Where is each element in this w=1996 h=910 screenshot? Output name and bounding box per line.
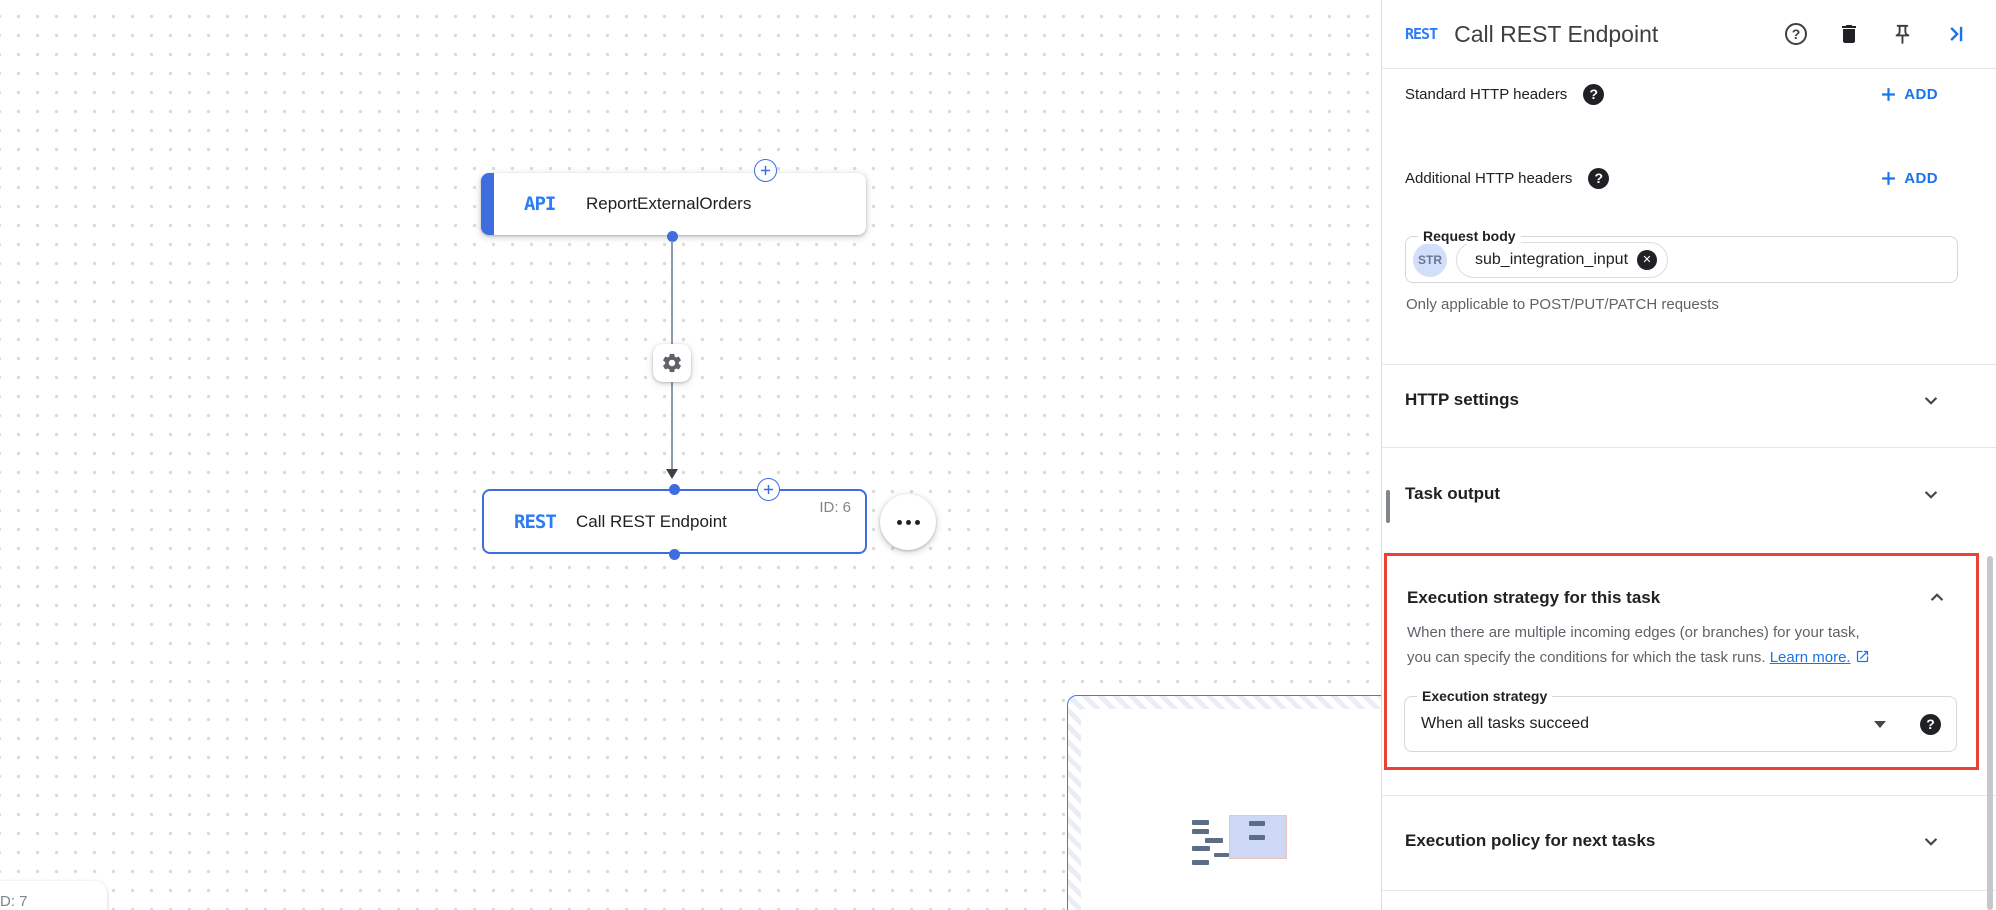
task-id-badge: ID: 6 bbox=[819, 499, 851, 516]
variable-chip[interactable]: sub_integration_input ✕ bbox=[1456, 241, 1669, 278]
flow-glyph-icon bbox=[1192, 820, 1209, 825]
section-execution-strategy[interactable]: Execution strategy for this task bbox=[1387, 573, 1976, 623]
dropdown-caret-icon bbox=[1874, 720, 1886, 728]
string-type-chip: STR bbox=[1413, 242, 1447, 277]
pin-panel-button[interactable] bbox=[1889, 21, 1915, 47]
flow-glyph-panel bbox=[1229, 815, 1287, 859]
more-dots-icon bbox=[896, 519, 902, 525]
panel-scrollbar-thumb[interactable] bbox=[1987, 556, 1993, 910]
task-input-port[interactable] bbox=[669, 484, 680, 495]
clipped-node-id-badge: D: 7 bbox=[0, 893, 28, 910]
request-body-field[interactable]: Request body STR sub_integration_input ✕ bbox=[1405, 228, 1958, 283]
external-link-icon bbox=[1855, 649, 1870, 664]
rest-task-icon: REST bbox=[514, 510, 557, 533]
panel-header: REST Call REST Endpoint ? bbox=[1382, 0, 1996, 68]
variable-chip-label: sub_integration_input bbox=[1475, 250, 1629, 268]
standard-http-headers-row: Standard HTTP headers ? ADD bbox=[1382, 74, 1996, 114]
edge-arrowhead-icon bbox=[666, 469, 678, 479]
suspension-preview-body bbox=[1081, 709, 1381, 910]
chevron-down-icon bbox=[1924, 491, 1938, 499]
trigger-accent-bar bbox=[481, 173, 494, 235]
clipped-node-card[interactable]: D: 7 bbox=[0, 881, 107, 910]
chevron-up-icon bbox=[1930, 593, 1944, 601]
execution-strategy-value: When all tasks succeed bbox=[1421, 715, 1590, 732]
edge-config-gear-icon[interactable] bbox=[653, 344, 691, 382]
execution-strategy-section-highlight: Execution strategy for this task When th… bbox=[1384, 553, 1979, 770]
execution-strategy-field-label: Execution strategy bbox=[1417, 688, 1553, 704]
plus-icon bbox=[1882, 87, 1896, 101]
task-node-call-rest-endpoint[interactable]: REST Call REST Endpoint ID: 6 bbox=[482, 489, 867, 554]
help-button[interactable]: ? bbox=[1783, 21, 1809, 47]
request-body-label: Request body bbox=[1418, 228, 1521, 244]
section-http-settings[interactable]: HTTP settings bbox=[1382, 375, 1996, 425]
task-config-panel: REST Call REST Endpoint ? Standard HTTP … bbox=[1381, 0, 1996, 910]
trash-icon bbox=[1842, 25, 1856, 43]
rest-task-icon: REST bbox=[1405, 25, 1438, 43]
task-output-port[interactable] bbox=[669, 549, 680, 560]
trigger-node-report-external-orders[interactable]: API ReportExternalOrders bbox=[481, 173, 866, 235]
panel-title: Call REST Endpoint bbox=[1454, 20, 1659, 47]
plus-icon bbox=[1882, 171, 1896, 185]
learn-more-link[interactable]: Learn more. bbox=[1769, 649, 1851, 666]
standard-http-headers-label: Standard HTTP headers bbox=[1405, 85, 1568, 103]
execution-strategy-select[interactable]: Execution strategy When all tasks succee… bbox=[1404, 688, 1957, 752]
pin-icon bbox=[1895, 24, 1909, 44]
trigger-node-title: ReportExternalOrders bbox=[586, 194, 752, 213]
suspension-preview-node[interactable] bbox=[1067, 695, 1381, 910]
panel-scrollbar-thumb[interactable] bbox=[1386, 490, 1390, 523]
chevron-down-icon bbox=[1924, 838, 1938, 846]
execution-strategy-description: When there are multiple incoming edges (… bbox=[1407, 620, 1870, 670]
help-icon[interactable]: ? bbox=[1583, 83, 1605, 105]
workflow-canvas[interactable]: API ReportExternalOrders REST Call REST … bbox=[0, 0, 1381, 910]
collapse-panel-button[interactable] bbox=[1942, 21, 1968, 47]
collapse-right-icon bbox=[1950, 26, 1963, 42]
add-task-plus-icon[interactable] bbox=[757, 478, 780, 501]
add-task-plus-icon[interactable] bbox=[754, 159, 777, 182]
additional-http-headers-label: Additional HTTP headers bbox=[1405, 169, 1573, 187]
section-task-output[interactable]: Task output bbox=[1382, 469, 1996, 519]
trigger-output-port[interactable] bbox=[667, 231, 678, 242]
remove-variable-icon[interactable]: ✕ bbox=[1637, 249, 1658, 270]
help-icon[interactable]: ? bbox=[1920, 713, 1941, 735]
task-node-title: Call REST Endpoint bbox=[576, 511, 727, 531]
delete-task-button[interactable] bbox=[1836, 21, 1862, 47]
add-additional-header-button[interactable]: ADD bbox=[1881, 170, 1938, 187]
additional-http-headers-row: Additional HTTP headers ? ADD bbox=[1382, 158, 1996, 198]
help-icon[interactable]: ? bbox=[1588, 167, 1610, 189]
task-more-options-button[interactable] bbox=[880, 494, 936, 550]
add-standard-header-button[interactable]: ADD bbox=[1881, 86, 1938, 103]
api-trigger-icon: API bbox=[524, 193, 556, 215]
help-icon: ? bbox=[1785, 23, 1807, 45]
section-execution-policy[interactable]: Execution policy for next tasks bbox=[1382, 816, 1996, 866]
request-body-helper-text: Only applicable to POST/PUT/PATCH reques… bbox=[1406, 296, 1719, 313]
chevron-down-icon bbox=[1924, 397, 1938, 405]
